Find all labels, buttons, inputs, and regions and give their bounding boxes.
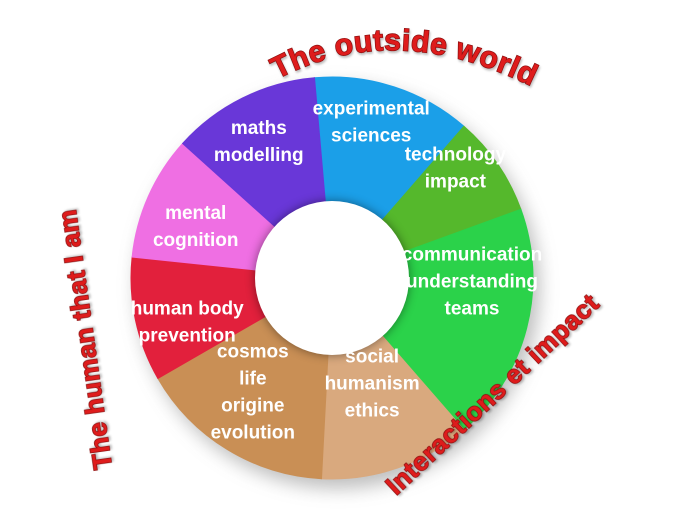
donut-hole: [255, 201, 409, 355]
title-human-that-i-am: The human that I am: [52, 207, 118, 471]
